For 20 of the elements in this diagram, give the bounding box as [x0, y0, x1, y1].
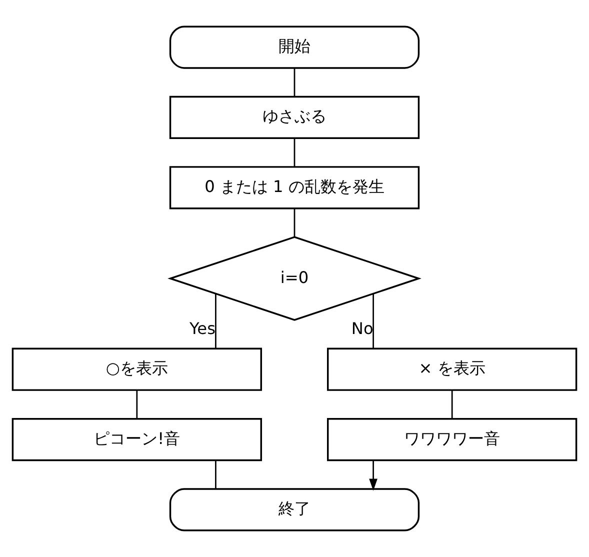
node-box: ピコーン!音: [12, 418, 262, 462]
connector: [215, 294, 216, 348]
node-box: ワワワワー音: [327, 418, 578, 462]
node-box: 0 または 1 の乱数を発生: [169, 166, 420, 210]
node-diamond: i=0: [168, 236, 422, 321]
connector: [215, 460, 216, 489]
connector: [136, 390, 138, 418]
connector: [294, 138, 296, 167]
node-box: ゆさぶる: [169, 96, 420, 140]
edge-label: No: [351, 319, 374, 338]
node-box: × を表示: [327, 348, 578, 391]
arrow: [369, 460, 378, 491]
node-box: 終了: [169, 488, 420, 532]
node-box: 開始: [169, 26, 420, 69]
connector: [372, 294, 374, 348]
connector: [294, 68, 296, 96]
connector: [451, 390, 453, 418]
edge-label: Yes: [189, 319, 216, 338]
connector: [294, 208, 296, 237]
node-box: ○を表示: [12, 348, 262, 391]
